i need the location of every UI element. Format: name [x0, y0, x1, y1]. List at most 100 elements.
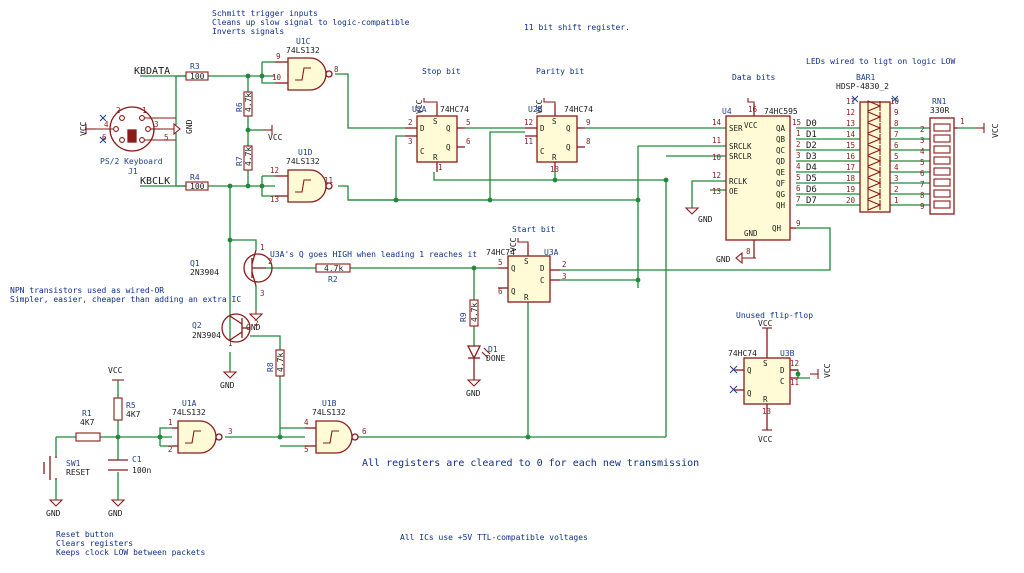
- svg-text:74HC74: 74HC74: [486, 248, 515, 257]
- r1: R1 4K7: [75, 409, 101, 442]
- svg-text:VCC: VCC: [415, 99, 424, 114]
- gnd-symbol: GND: [716, 251, 756, 265]
- svg-text:SRCLR: SRCLR: [729, 152, 752, 161]
- net-d0: D0: [806, 119, 817, 129]
- data-bus: [796, 127, 860, 206]
- svg-text:6: 6: [466, 137, 471, 146]
- svg-text:3: 3: [154, 120, 159, 129]
- svg-text:12: 12: [270, 166, 279, 175]
- svg-text:14: 14: [846, 130, 856, 139]
- svg-text:6: 6: [894, 141, 899, 150]
- svg-text:74LS132: 74LS132: [286, 46, 320, 55]
- svg-text:2: 2: [562, 260, 567, 269]
- wire-reset-stop: [433, 172, 667, 437]
- svg-text:D: D: [540, 124, 545, 133]
- wire-clock-stop: [395, 135, 405, 200]
- svg-text:20: 20: [846, 196, 856, 205]
- svg-text:74HC74: 74HC74: [564, 105, 593, 114]
- svg-text:U1A: U1A: [182, 399, 197, 408]
- rn1-elements: [933, 123, 951, 209]
- svg-text:Q: Q: [566, 124, 571, 133]
- vcc-symbol: VCC: [108, 366, 124, 381]
- svg-text:2: 2: [894, 185, 899, 194]
- net-labels: KBDATA KBCLK D0 D1 D2 D3 D4 D5 D6 D7: [134, 66, 817, 206]
- svg-text:11: 11: [324, 176, 333, 185]
- net-kbdata: KBDATA: [134, 66, 170, 77]
- wire-rclk: [691, 180, 726, 208]
- svg-text:8: 8: [894, 119, 899, 128]
- svg-text:4: 4: [104, 120, 109, 129]
- svg-text:12: 12: [524, 118, 533, 127]
- j1-value: PS/2 Keyboard: [100, 157, 163, 166]
- label-start-bit: Start bit: [512, 225, 556, 234]
- note-schmitt-2: Cleans up slow signal to logic-compatibl…: [212, 18, 410, 27]
- svg-text:S: S: [524, 257, 529, 266]
- svg-text:R: R: [524, 293, 529, 302]
- svg-text:VCC: VCC: [79, 121, 88, 136]
- net-d1: D1: [806, 130, 817, 140]
- label-data-bits: Data bits: [732, 73, 776, 82]
- note-cleared: All registers are cleared to 0 for each …: [362, 458, 699, 469]
- svg-text:U1D: U1D: [298, 148, 313, 157]
- svg-text:S: S: [552, 117, 557, 126]
- svg-text:74HC595: 74HC595: [764, 107, 798, 116]
- svg-text:9: 9: [586, 118, 591, 127]
- svg-text:3: 3: [260, 289, 265, 298]
- r4: 100 R4: [185, 173, 209, 191]
- svg-text:11: 11: [524, 137, 533, 146]
- svg-text:330R: 330R: [930, 106, 949, 115]
- note-leds: LEDs wired to ligt on logic LOW: [806, 57, 955, 66]
- svg-text:Q: Q: [747, 366, 752, 375]
- svg-text:2N3904: 2N3904: [190, 268, 219, 277]
- net-d2: D2: [806, 141, 817, 151]
- led-to-rn-bus: [890, 127, 930, 206]
- svg-text:6: 6: [362, 427, 367, 436]
- svg-text:17: 17: [846, 163, 855, 172]
- note-npn-2: Simpler, easier, cheaper than adding an …: [10, 295, 241, 304]
- svg-text:11: 11: [790, 378, 799, 387]
- gnd-symbol: GND: [466, 379, 482, 398]
- svg-text:12: 12: [712, 171, 721, 180]
- d1-led: D1 DONE: [466, 345, 505, 380]
- svg-text:U2A: U2A: [412, 105, 427, 114]
- svg-text:13: 13: [712, 187, 721, 196]
- svg-text:VCC: VCC: [823, 363, 832, 378]
- vcc-symbol: VCC: [976, 123, 1000, 138]
- net-kbclk: KBCLK: [140, 176, 170, 187]
- svg-text:C: C: [780, 377, 785, 386]
- svg-text:13: 13: [550, 165, 559, 174]
- svg-text:4K7: 4K7: [126, 410, 141, 419]
- svg-text:QD: QD: [776, 157, 786, 166]
- net-d4: D4: [806, 163, 817, 173]
- svg-text:S: S: [763, 359, 768, 368]
- svg-text:15: 15: [846, 141, 855, 150]
- svg-text:5: 5: [304, 445, 309, 454]
- svg-text:U4: U4: [722, 107, 732, 116]
- svg-text:1: 1: [228, 339, 233, 348]
- svg-text:D: D: [420, 124, 425, 133]
- svg-text:74HC74: 74HC74: [440, 105, 469, 114]
- svg-text:74LS132: 74LS132: [312, 408, 346, 417]
- svg-text:U1B: U1B: [322, 399, 337, 408]
- svg-text:HDSP-4830_2: HDSP-4830_2: [836, 82, 889, 91]
- svg-text:4.7k: 4.7k: [470, 303, 479, 322]
- power-symbols: VCC GND VCC GND GND VCC GND GND: [46, 119, 1000, 518]
- svg-text:GND: GND: [108, 509, 123, 518]
- gnd-symbol: GND: [220, 370, 238, 390]
- svg-text:4.7k: 4.7k: [276, 353, 285, 372]
- note-npn-1: NPN transistors used as wired-OR: [10, 286, 164, 295]
- svg-text:VCC: VCC: [108, 366, 123, 375]
- j1-ref: J1: [128, 167, 138, 176]
- svg-text:VCC: VCC: [758, 435, 773, 444]
- svg-text:QB: QB: [776, 135, 786, 144]
- wire-u1d-in: [261, 176, 275, 197]
- svg-text:2: 2: [268, 257, 273, 266]
- svg-text:8: 8: [334, 65, 339, 74]
- junctions: [115, 73, 801, 440]
- svg-text:2: 2: [920, 125, 925, 134]
- note-unused: Unused flip-flop: [736, 311, 813, 320]
- svg-text:6: 6: [498, 287, 503, 296]
- svg-text:5: 5: [796, 173, 801, 182]
- led-segments: [867, 100, 882, 211]
